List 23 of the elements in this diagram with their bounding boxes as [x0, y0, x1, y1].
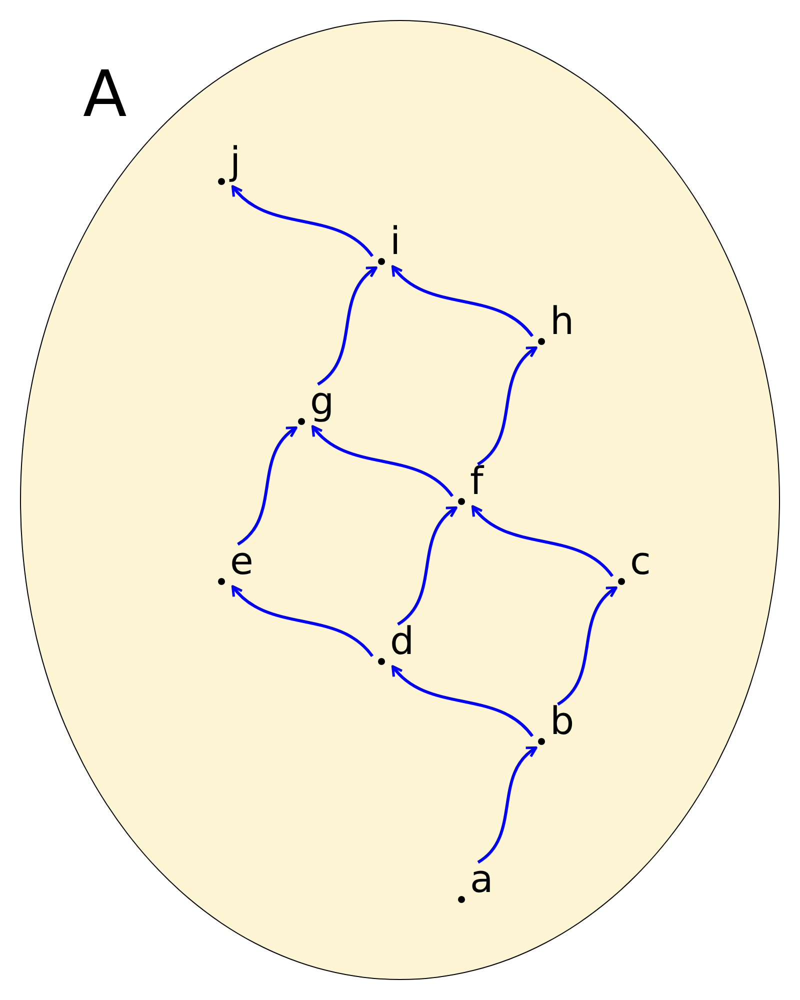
point-label: i	[390, 222, 401, 260]
wavy-arrow	[391, 265, 534, 338]
point-label: b	[550, 702, 574, 740]
point-label: c	[630, 542, 651, 580]
point-label: g	[310, 382, 334, 420]
wavy-arrow	[236, 426, 298, 546]
wavy-arrow	[316, 266, 378, 386]
set-label: A	[83, 63, 127, 127]
wavy-arrow	[391, 665, 534, 738]
point-label: d	[390, 622, 414, 660]
wavy-arrow	[231, 585, 374, 658]
wavy-arrow	[471, 505, 614, 578]
point-label: f	[470, 462, 484, 500]
wavy-arrow	[311, 425, 454, 498]
point-label: j	[230, 142, 241, 180]
wavy-arrow	[231, 185, 374, 258]
wavy-arrow	[477, 746, 538, 864]
point-label: h	[550, 302, 574, 340]
wavy-arrow	[556, 586, 618, 706]
point-label: a	[470, 860, 494, 898]
wavy-arrow	[476, 346, 538, 466]
wavy-arrow	[396, 506, 458, 626]
point-label: e	[230, 542, 254, 580]
